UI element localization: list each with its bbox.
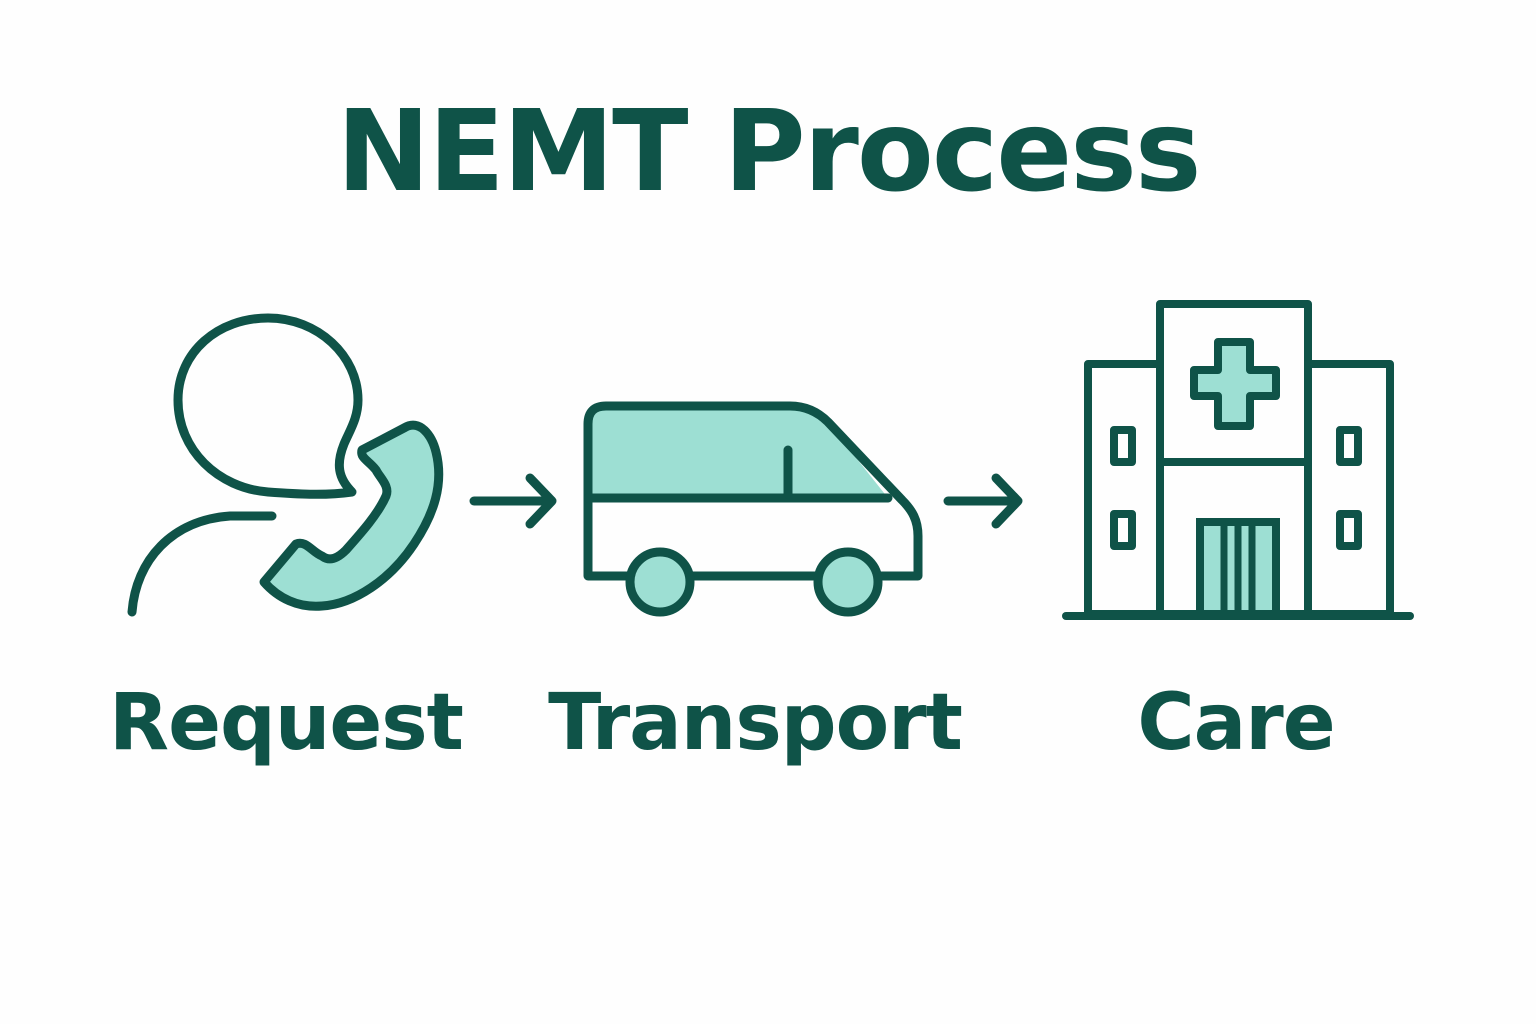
step-label-request: Request	[109, 678, 464, 768]
hospital-door	[1196, 518, 1280, 618]
van-wheel-rear	[813, 547, 883, 617]
medical-cross-icon	[1190, 338, 1280, 430]
diagram-title: NEMT Process	[336, 87, 1201, 217]
step-label-transport: Transport	[548, 678, 963, 768]
phone-handset-icon	[259, 420, 444, 611]
arrow-right-icon	[469, 473, 557, 529]
phone-request-icon	[127, 313, 444, 617]
van-wheel-front	[625, 547, 695, 617]
hospital-icon	[1062, 300, 1414, 620]
step-label-care: Care	[1137, 678, 1335, 768]
van-icon	[583, 401, 923, 617]
arrow-right-icon	[943, 473, 1023, 529]
